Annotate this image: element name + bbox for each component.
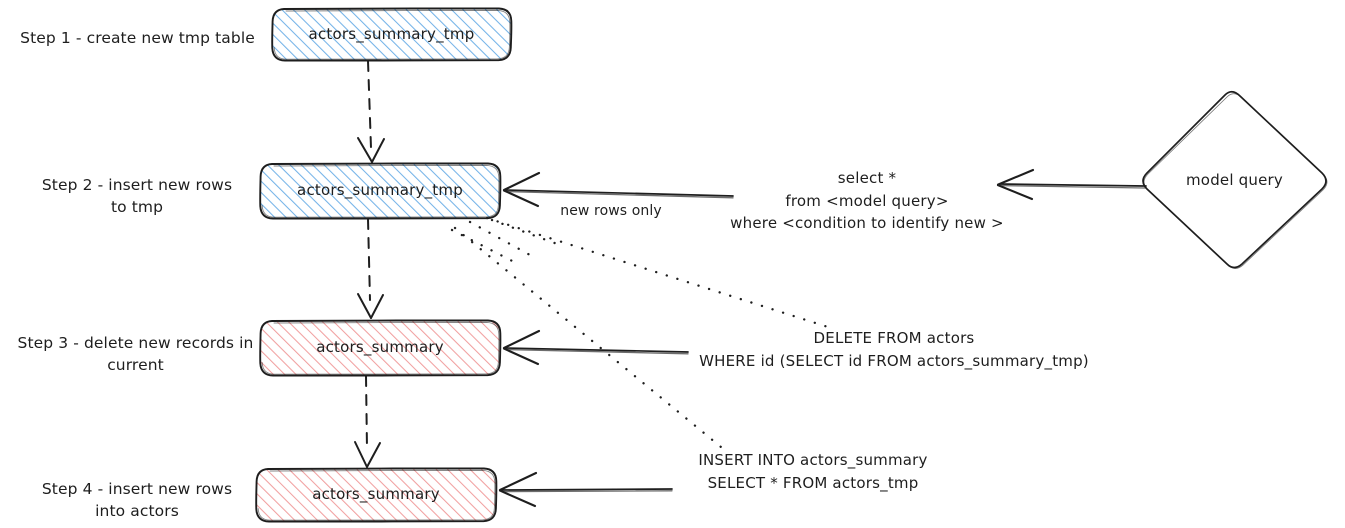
node-label-wrap-4: actors_summary — [256, 468, 496, 522]
node-actors-summary-tmp-2[interactable] — [259, 162, 502, 220]
arrow-insert-to-actors-summary — [498, 471, 673, 508]
step-label-1: Step 1 - create new tmp table — [20, 29, 255, 47]
node-label-wrap-model-query: model query — [1157, 150, 1312, 212]
sql-insert-statement: INSERT INTO actors_summary SELECT * FROM… — [698, 451, 928, 492]
step-label-4: Step 4 - insert new rows into actors — [41, 480, 233, 521]
connector-step1-to-step2 — [357, 60, 385, 163]
node-label-model-query: model query — [1186, 171, 1283, 190]
node-model-query[interactable] — [1142, 90, 1328, 269]
node-label-actors-summary-tmp-2: actors_summary_tmp — [297, 181, 463, 200]
step-label-3: Step 3 - delete new records in current — [17, 334, 254, 375]
edge-label-new-rows-only: new rows only — [560, 203, 662, 219]
step-label-2: Step 2 - insert new rows to tmp — [41, 176, 233, 217]
dotted-link-fan — [450, 218, 562, 267]
connector-step2-to-step3 — [357, 218, 384, 319]
node-label-wrap-1: actors_summary_tmp — [272, 8, 511, 61]
node-actors-summary-tmp-1[interactable] — [271, 7, 513, 62]
sql-model-select: select * from <model query> where <condi… — [730, 169, 1004, 232]
arrow-delete-to-actors-summary — [502, 329, 689, 366]
node-label-actors-summary-3: actors_summary — [316, 338, 444, 357]
node-label-actors-summary-4: actors_summary — [312, 485, 440, 504]
node-label-wrap-2: actors_summary_tmp — [260, 163, 500, 219]
connector-step3-to-step4 — [354, 375, 381, 468]
node-label-wrap-3: actors_summary — [260, 320, 500, 376]
arrow-model-query-to-select — [996, 168, 1147, 201]
sql-delete-statement: DELETE FROM actors WHERE id (SELECT id F… — [699, 329, 1089, 370]
node-actors-summary-3[interactable] — [259, 319, 502, 377]
node-label-actors-summary-tmp-1: actors_summary_tmp — [308, 24, 475, 43]
node-actors-summary-4[interactable] — [255, 467, 498, 523]
